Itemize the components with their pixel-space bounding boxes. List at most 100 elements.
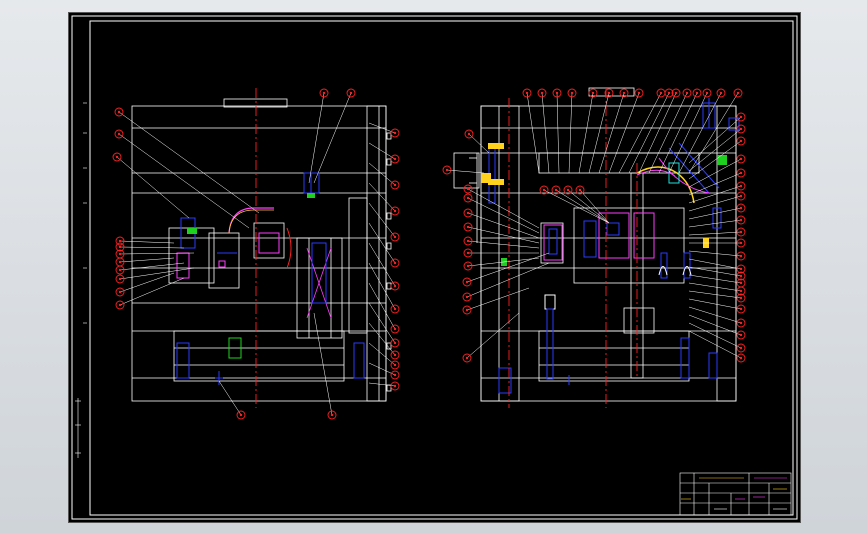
leader-line <box>119 257 175 263</box>
right-section-view <box>453 87 737 402</box>
part-balloon-mark <box>118 245 122 249</box>
part-balloon-mark <box>467 132 471 136</box>
cad-drawing <box>71 15 798 520</box>
part-balloon <box>736 293 746 303</box>
leader-line <box>688 282 742 292</box>
part-balloon <box>539 185 549 195</box>
leader-line <box>598 92 625 174</box>
part-balloon-mark <box>393 353 397 357</box>
leader-line <box>118 133 250 229</box>
part-balloon-mark <box>555 91 559 95</box>
part-balloon <box>390 154 400 164</box>
leader-line <box>688 322 742 349</box>
part-balloon <box>551 185 561 195</box>
part-balloon-mark <box>739 115 743 119</box>
leader-line <box>555 189 610 224</box>
part-balloon-mark <box>525 91 529 95</box>
leader-line <box>119 267 195 280</box>
part-balloon-mark <box>667 91 671 95</box>
leader-line <box>368 182 396 212</box>
part-balloon <box>390 206 400 216</box>
leader-line <box>648 92 688 174</box>
part-balloon-mark <box>118 252 122 256</box>
leader-line <box>688 274 742 284</box>
leader-line <box>688 195 742 212</box>
leader-line <box>688 92 739 174</box>
part-balloon-mark <box>705 91 709 95</box>
part-balloon-mark <box>393 384 397 388</box>
part-balloon <box>390 324 400 334</box>
leader-line <box>313 312 333 416</box>
leader-line <box>688 266 742 277</box>
part-balloon-mark <box>739 321 743 325</box>
part-balloon-mark <box>118 303 122 307</box>
part-balloon-mark <box>739 218 743 222</box>
part-balloon-mark <box>637 91 641 95</box>
part-balloon <box>716 88 726 98</box>
leader-line <box>368 202 396 238</box>
leader-line <box>368 242 396 287</box>
part-balloon-mark <box>466 225 470 229</box>
part-balloon <box>736 286 746 296</box>
leader-line <box>658 92 698 174</box>
part-balloon-mark <box>349 91 353 95</box>
leader-line <box>588 92 610 174</box>
part-balloon <box>736 168 746 178</box>
part-balloon <box>736 124 746 134</box>
part-balloon-mark <box>622 91 626 95</box>
part-balloon <box>462 277 472 287</box>
leader-line <box>466 262 550 298</box>
part-balloon <box>736 304 746 314</box>
part-balloon <box>390 304 400 314</box>
right-view-details <box>481 98 740 394</box>
part-balloon-mark <box>739 307 743 311</box>
part-balloon-mark <box>570 91 574 95</box>
leader-line <box>368 302 396 344</box>
part-balloon <box>115 274 125 284</box>
part-balloon <box>733 88 743 98</box>
part-balloon <box>112 152 122 162</box>
part-balloon-mark <box>118 239 122 243</box>
leader-line <box>368 362 396 376</box>
part-balloon <box>736 353 746 363</box>
leader-line <box>368 262 396 310</box>
part-balloon <box>463 236 473 246</box>
part-balloon <box>736 112 746 122</box>
part-balloon <box>463 248 473 258</box>
left-view-details <box>176 172 365 385</box>
part-balloon-mark <box>739 241 743 245</box>
leader-line <box>688 306 742 324</box>
part-balloon <box>236 410 246 420</box>
leader-line <box>467 212 540 239</box>
part-balloon <box>736 215 746 225</box>
part-balloon <box>463 208 473 218</box>
leader-line <box>466 287 530 311</box>
part-balloon <box>736 343 746 353</box>
leader-line <box>368 222 396 264</box>
leader-line <box>567 189 610 224</box>
part-balloon-mark <box>330 413 334 417</box>
drawing-sheet[interactable] <box>68 12 801 523</box>
part-balloon <box>462 292 472 302</box>
part-balloon <box>702 88 712 98</box>
leader-line <box>467 197 540 234</box>
left-margin-ticks <box>75 102 87 458</box>
part-balloon-mark <box>465 295 469 299</box>
leader-line <box>678 92 722 174</box>
part-balloon <box>619 88 629 98</box>
sheet-border <box>71 15 798 520</box>
part-balloon <box>664 88 674 98</box>
part-balloon-mark <box>118 260 122 264</box>
leader-line <box>467 257 540 267</box>
part-balloon <box>463 222 473 232</box>
leader-line <box>618 92 662 174</box>
part-balloon <box>671 88 681 98</box>
part-balloon <box>736 203 746 213</box>
part-balloon-mark <box>739 184 743 188</box>
part-balloon <box>463 193 473 203</box>
leader-line <box>526 92 540 174</box>
leader-line <box>688 231 742 236</box>
part-balloon-mark <box>554 188 558 192</box>
part-balloon <box>462 305 472 315</box>
leader-line <box>116 156 190 219</box>
